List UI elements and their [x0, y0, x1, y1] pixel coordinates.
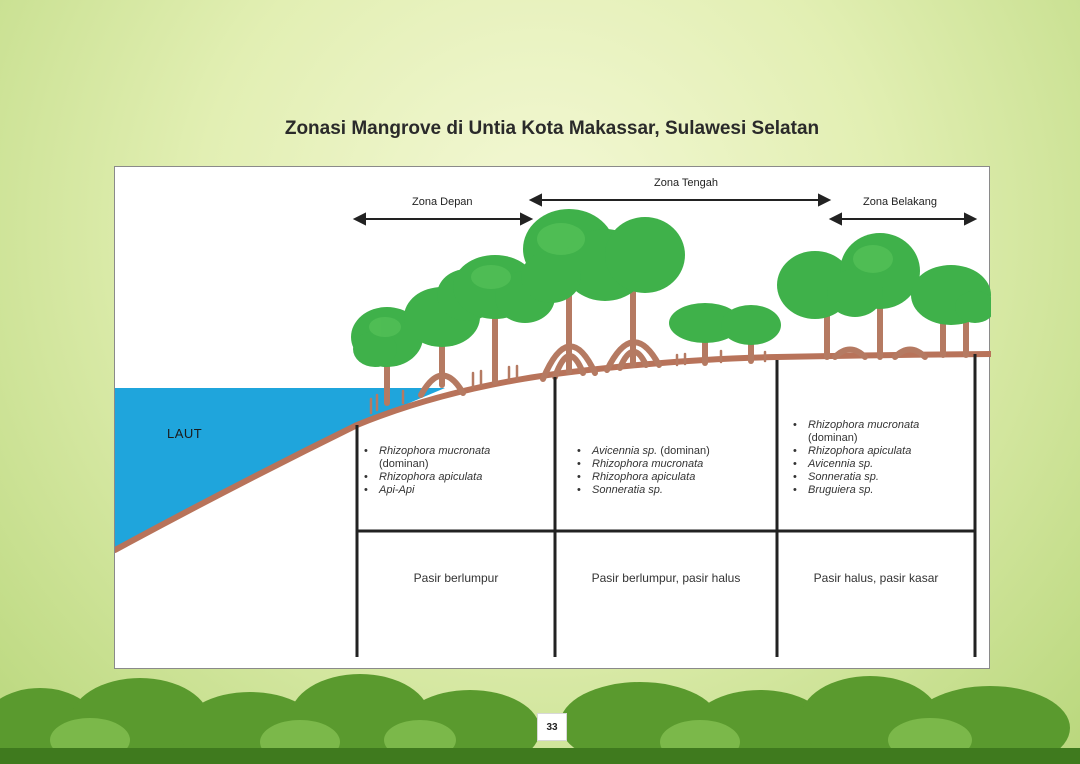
zone-tengah-label: Zona Tengah — [654, 177, 719, 189]
zone-belakang-substrate: Pasir halus, pasir kasar — [813, 571, 939, 585]
zone-arrows — [352, 193, 978, 226]
sea-area — [115, 388, 445, 551]
species-item: Bruguiera sp. — [793, 484, 919, 497]
species-item: Api-Api — [364, 484, 490, 497]
decorative-bushes — [0, 674, 1080, 764]
species-item: Avicennia sp. — [793, 458, 919, 471]
species-item: Rhizophora apiculata — [577, 471, 710, 484]
sea-label: LAUT — [167, 426, 203, 441]
species-item: Sonneratia sp. — [577, 484, 710, 497]
page-number: 33 — [537, 713, 567, 741]
zone-depan-substrate: Pasir berlumpur — [413, 571, 499, 585]
species-item: Rhizophora apiculata — [364, 471, 490, 484]
diagram-illustration — [115, 193, 991, 657]
pneumatophores — [369, 349, 767, 415]
zone-depan-label: Zona Depan — [412, 196, 473, 208]
zone-tengah-species: Avicennia sp. (dominan) Rhizophora mucro… — [577, 445, 710, 497]
species-item: Rhizophora mucronata — [577, 458, 710, 471]
species-item: Rhizophora mucronata(dominan) — [364, 445, 490, 471]
page-title: Zonasi Mangrove di Untia Kota Makassar, … — [284, 118, 820, 139]
zone-table-lines — [355, 354, 977, 657]
species-item: Rhizophora apiculata — [793, 445, 919, 458]
canopy-highlights — [369, 223, 893, 337]
mangrove-zonation-diagram: LAUT Zona Depan Zona Tengah Zona Belakan… — [114, 166, 991, 669]
species-item: Avicennia sp. (dominan) — [577, 445, 710, 458]
species-item: Sonneratia sp. — [793, 471, 919, 484]
zone-depan-species: Rhizophora mucronata(dominan) Rhizophora… — [364, 445, 490, 497]
species-item: Rhizophora mucronata(dominan) — [793, 419, 919, 445]
mangrove-canopies — [351, 209, 991, 367]
zone-tengah-substrate: Pasir berlumpur, pasir halus — [591, 571, 741, 585]
zone-belakang-label: Zona Belakang — [863, 196, 937, 208]
zone-belakang-species: Rhizophora mucronata(dominan) Rhizophora… — [793, 419, 919, 497]
